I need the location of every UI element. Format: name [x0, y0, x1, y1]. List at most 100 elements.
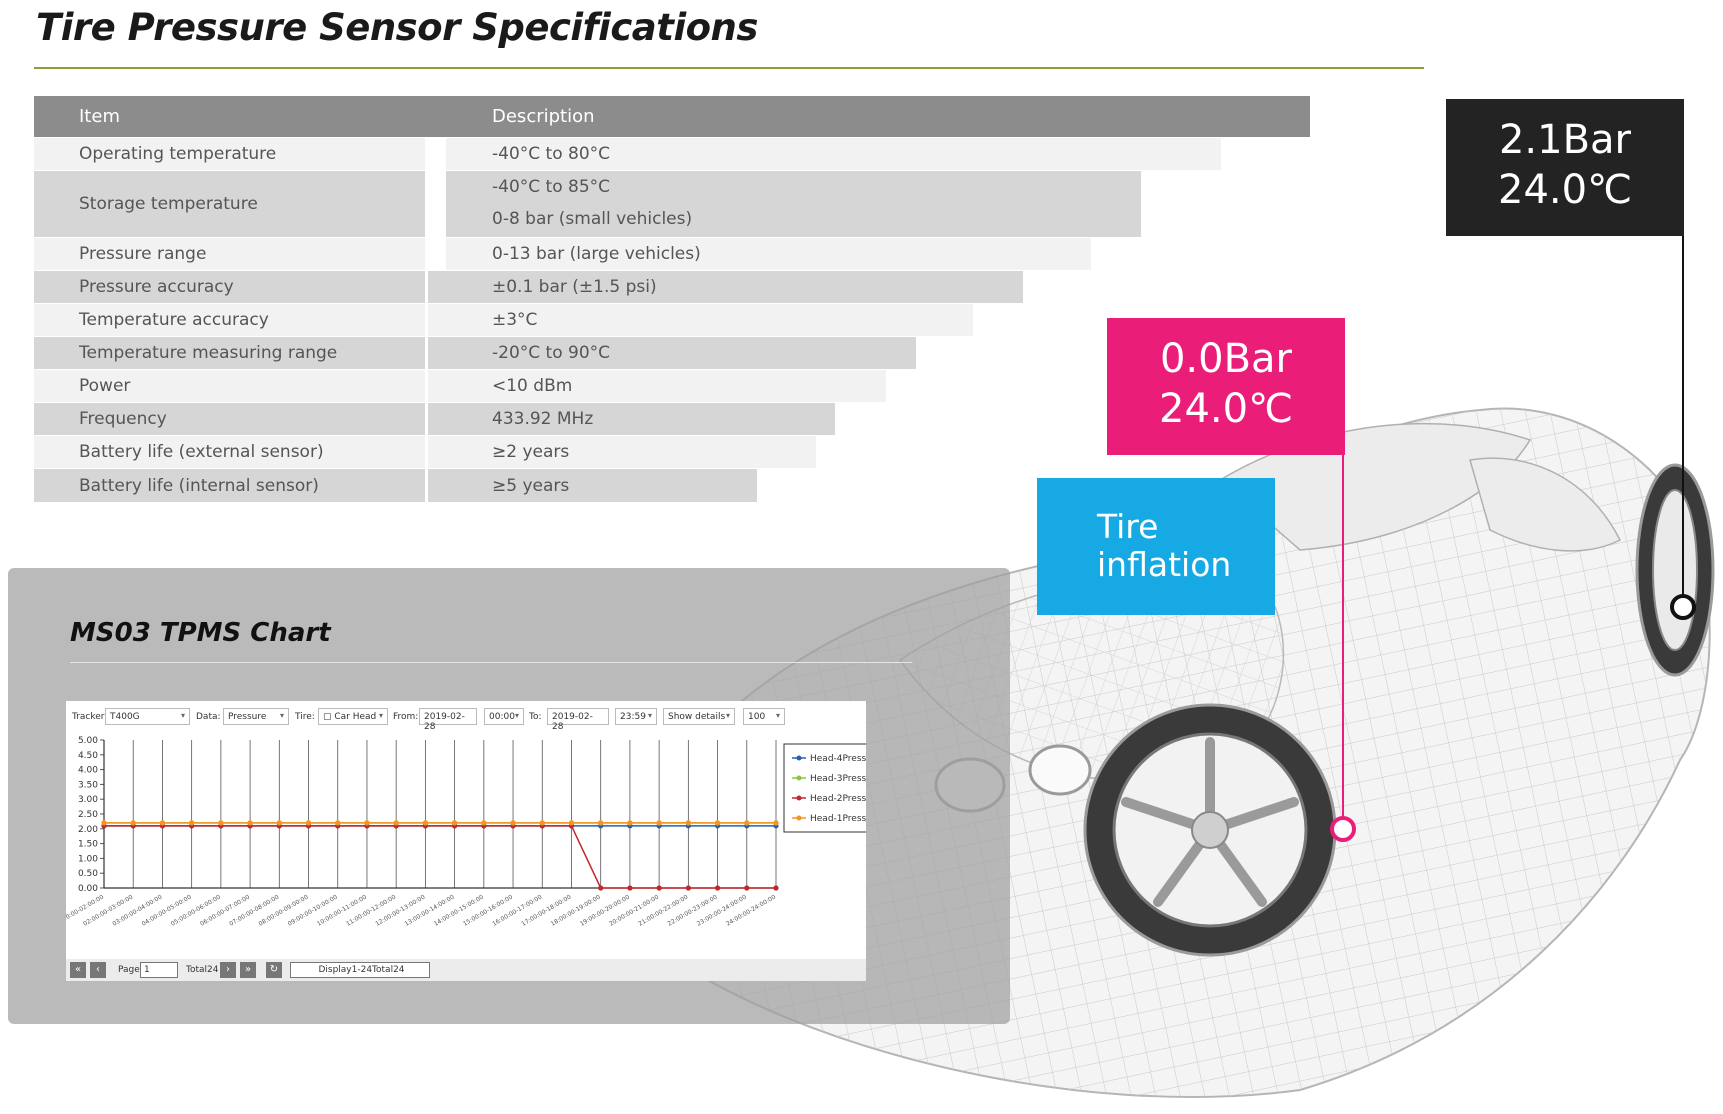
spec-desc-cell: -40°C to 80°C: [446, 138, 1221, 170]
chevron-down-icon: ▾: [775, 711, 780, 720]
y-tick-label: 5.00: [78, 736, 98, 746]
chart-panel-title: MS03 TPMS Chart: [70, 618, 331, 648]
legend-marker: [796, 755, 802, 761]
front-tire-reading-box: 0.0Bar 24.0℃: [1107, 318, 1345, 455]
chart-area: [66, 701, 866, 961]
next-page-button[interactable]: ›: [220, 962, 236, 978]
data-point-Head-1Pressure: [568, 820, 575, 826]
tracker-select[interactable]: T400G▾: [105, 708, 190, 725]
tire-inflation-line2: inflation: [1097, 545, 1232, 584]
x-tick-label: 19:00:00-20:00:00: [579, 894, 631, 928]
page-title: Tire Pressure Sensor Specifications: [36, 6, 758, 49]
legend-label: Head-4Pressure: [810, 754, 866, 764]
to-date-input[interactable]: 2019-02-28: [547, 708, 609, 732]
header-item: Item: [79, 106, 120, 127]
data-select[interactable]: Pressure▾: [223, 708, 289, 725]
y-tick-label: 2.00: [78, 825, 98, 835]
spec-desc-cell: 0-13 bar (large vehicles): [446, 238, 1091, 270]
data-point-Head-1Pressure: [452, 820, 458, 826]
page-input[interactable]: 1: [140, 962, 178, 978]
x-tick-label: 12:00:00-13:00:00: [374, 894, 426, 928]
x-tick-label: 10:00:00-11:00:00: [316, 894, 368, 928]
data-point-Head-2Pressure: [773, 885, 779, 891]
spec-item-cell: Frequency: [34, 403, 425, 435]
count-select[interactable]: 100▾: [743, 708, 785, 725]
data-point-Head-1Pressure: [130, 820, 136, 826]
data-point-Head-1Pressure: [773, 820, 779, 826]
y-tick-label: 4.50: [78, 751, 98, 761]
front-sensor-marker: [1330, 816, 1356, 842]
data-point-Head-1Pressure: [656, 820, 662, 826]
x-tick-label: 22:00:00-23:00:00: [667, 894, 719, 928]
chart-panel: MS03 TPMS Chart Tracker: T400G▾ Data: Pr…: [8, 568, 1010, 1024]
x-tick-label: 02:00:00-03:00:00: [82, 894, 134, 928]
header-description: Description: [492, 106, 595, 127]
spec-desc-cell: -40°C to 85°C 0-8 bar (small vehicles): [446, 171, 1141, 237]
y-tick-label: 4.00: [78, 766, 98, 776]
data-point-Head-1Pressure: [539, 820, 545, 826]
spec-desc-cell: 433.92 MHz: [428, 403, 835, 435]
chevron-down-icon: ▾: [514, 711, 519, 720]
rear-temperature-value: 24.0℃: [1498, 167, 1632, 213]
series-line-Head-2Pressure: [104, 825, 776, 889]
data-point-Head-1Pressure: [364, 820, 370, 826]
data-point-Head-1Pressure: [627, 820, 633, 826]
legend-marker: [796, 775, 802, 781]
spec-item-cell: Power: [34, 370, 425, 402]
chart-pager: « ‹ Page 1 Total24 › » ↻ Display1-24Tota…: [66, 959, 866, 981]
x-tick-label: 14:00:00-15:00:00: [433, 894, 485, 928]
data-label: Data:: [196, 712, 221, 722]
prev-page-button[interactable]: ‹: [90, 962, 106, 978]
y-tick-label: 2.50: [78, 810, 98, 820]
y-tick-label: 1.50: [78, 840, 98, 850]
title-divider: [34, 67, 1424, 69]
spec-desc-cell: ±3°C: [428, 304, 973, 336]
details-select[interactable]: Show details▾: [663, 708, 735, 725]
tpms-line-chart: 0.000.501.001.502.002.503.003.504.004.50…: [66, 736, 866, 928]
data-point-Head-1Pressure: [685, 820, 691, 826]
data-point-Head-1Pressure: [276, 820, 282, 826]
y-tick-label: 0.00: [78, 884, 98, 894]
from-date-input[interactable]: 2019-02-28: [419, 708, 477, 732]
tire-inflation-box: Tire inflation: [1037, 478, 1275, 615]
legend-label: Head-3Pressure: [810, 774, 866, 784]
data-point-Head-1Pressure: [305, 820, 312, 826]
data-point-Head-1Pressure: [159, 820, 166, 826]
data-point-Head-2Pressure: [714, 885, 721, 891]
legend-label: Head-1Pressure: [810, 814, 866, 824]
data-point-Head-1Pressure: [393, 820, 399, 826]
x-tick-label: 21:00:00-22:00:00: [637, 894, 689, 928]
first-page-button[interactable]: «: [70, 962, 86, 978]
y-tick-label: 1.00: [78, 854, 98, 864]
x-tick-label: 18:00:00-19:00:00: [550, 894, 602, 928]
refresh-icon[interactable]: ↻: [266, 962, 282, 978]
spec-item-cell: Pressure accuracy: [34, 271, 425, 303]
chevron-down-icon: ▾: [279, 711, 284, 720]
to-time-select[interactable]: 23:59▾: [615, 708, 657, 725]
x-tick-label: 04:00:00-05:00:00: [141, 894, 193, 928]
tire-select[interactable]: ▢ Car Head▾: [318, 708, 388, 725]
last-page-button[interactable]: »: [240, 962, 256, 978]
legend-marker: [796, 795, 802, 801]
from-time-select[interactable]: 00:00▾: [484, 708, 524, 725]
spec-table-header: Item Description: [34, 96, 1310, 137]
data-point-Head-1Pressure: [714, 820, 721, 826]
x-tick-label: 13:00:00-14:00:00: [404, 894, 456, 928]
data-point-Head-1Pressure: [481, 820, 487, 826]
spec-item-cell: Temperature measuring range: [34, 337, 425, 369]
tire-label: Tire:: [295, 712, 315, 722]
spec-desc-cell: ≥5 years: [428, 469, 757, 502]
rear-sensor-marker: [1670, 594, 1696, 620]
spec-item-cell: Battery life (external sensor): [34, 436, 425, 468]
data-point-Head-2Pressure: [656, 885, 662, 891]
spec-desc-cell: ±0.1 bar (±1.5 psi): [428, 271, 1023, 303]
data-point-Head-1Pressure: [510, 820, 516, 826]
y-tick-label: 3.50: [78, 780, 98, 790]
rear-pressure-value: 2.1Bar: [1498, 117, 1631, 163]
total-label: Total24: [186, 965, 219, 975]
y-tick-label: 3.00: [78, 795, 98, 805]
spec-item-cell: Pressure range: [34, 238, 425, 270]
chevron-down-icon: ▾: [647, 711, 652, 720]
x-tick-label: 08:00:00-09:00:00: [257, 894, 309, 928]
x-tick-label: 11:00:00-12:00:00: [345, 894, 397, 928]
